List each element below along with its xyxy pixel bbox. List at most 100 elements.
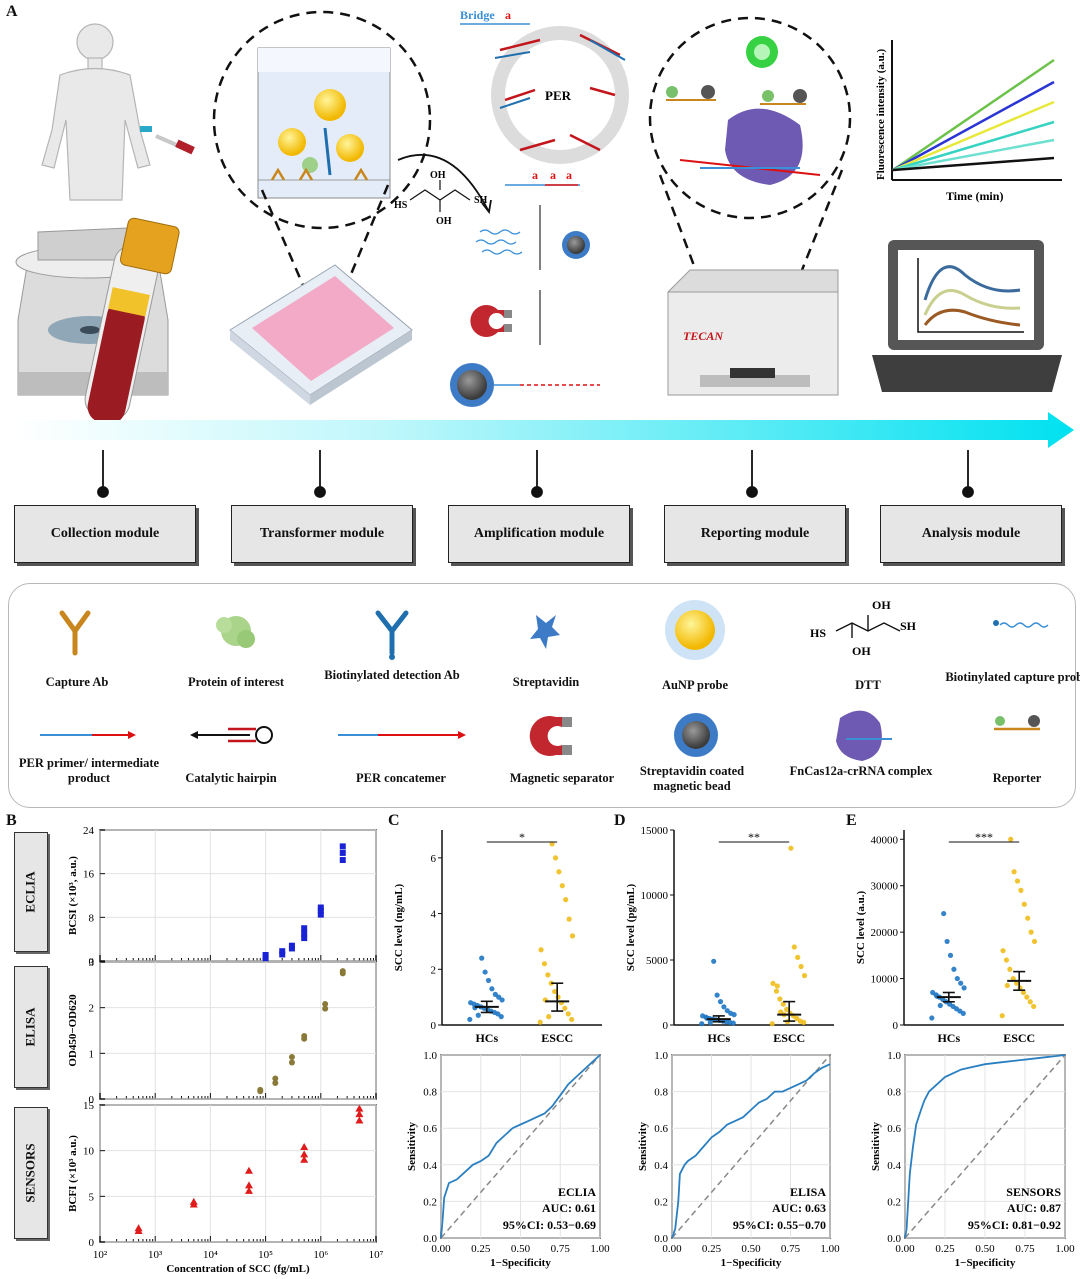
oh-label-1: OH [430, 170, 446, 181]
y-tick-label: 0.8 [423, 1087, 437, 1099]
y-tick-label: 0.6 [887, 1123, 901, 1135]
diagonal-reference [904, 1054, 1066, 1239]
roc-auc-label: AUC: 0.87 [1007, 1201, 1061, 1215]
fluorescence-chart [891, 40, 1062, 181]
x-tick-label: 0.75 [551, 1243, 571, 1255]
data-point [566, 916, 572, 922]
data-point [795, 954, 801, 960]
y-tick-label: 0.0 [654, 1233, 668, 1245]
data-point [244, 1166, 253, 1174]
data-point [937, 1002, 943, 1009]
data-point [1031, 938, 1038, 945]
collection-module-box: Collection module [14, 505, 196, 563]
legend-label-aunp: AuNP probe [661, 678, 729, 692]
roc-ci-label: 95%CI: 0.55−0.70 [733, 1218, 826, 1232]
x-tick-label: 10⁶ [313, 1249, 328, 1261]
data-point [1014, 878, 1021, 884]
data-point [272, 1075, 279, 1082]
data-point [301, 1032, 308, 1039]
module-connectors [97, 450, 974, 498]
y-tick-label: 1.0 [887, 1050, 901, 1062]
data-point [279, 951, 286, 958]
x-tick-label: 0.25 [935, 1243, 955, 1255]
data-point [724, 1008, 730, 1014]
per-label: PER [545, 88, 572, 103]
legend-label-protein: Protein of interest [187, 675, 285, 689]
data-point [189, 1197, 198, 1205]
data-point [355, 1116, 364, 1124]
y-axis-label: SCC level (ng/mL) [393, 883, 405, 971]
y-tick-label: 0 [893, 1020, 899, 1032]
data-point [339, 843, 346, 850]
fluorescence-line [892, 120, 1055, 172]
zoom-circle-reporting [648, 16, 852, 220]
y-tick-label: 10000 [641, 890, 669, 902]
y-tick-label: 2 [431, 964, 437, 976]
plot-frame [99, 829, 377, 962]
reporting-module-label: Reporting module [700, 526, 810, 541]
data-point [134, 1224, 143, 1232]
x-tick-label: 0.50 [741, 1243, 761, 1255]
sensors-side-tab: SENSORS [14, 1107, 48, 1239]
legend-label-reporter: Reporter [992, 771, 1042, 785]
data-point [769, 1021, 775, 1027]
cas12a-icon [836, 710, 892, 761]
a-label-2: a [550, 168, 556, 182]
data-point [317, 904, 324, 911]
data-point [475, 1012, 481, 1018]
capture-ab-icon [59, 610, 91, 656]
x-tick-label: 0.00 [662, 1243, 682, 1255]
roc-method-label: ECLIA [558, 1185, 596, 1199]
y-tick-label: 0.4 [654, 1160, 668, 1172]
y-tick-label: 1 [89, 1048, 95, 1060]
y-axis-label: Sensitivity [870, 1122, 882, 1171]
y-tick-label: 10000 [871, 974, 899, 986]
data-point [552, 988, 558, 995]
category-label: ESCC [773, 1031, 805, 1045]
x-tick-label: 0.00 [895, 1243, 915, 1255]
panel-letter-d: D [614, 812, 626, 829]
dtt-structure-small [409, 180, 471, 212]
plate-reader-icon [667, 269, 839, 396]
y-tick-label: 0 [89, 956, 95, 968]
roc-curve [440, 1054, 601, 1239]
data-point [317, 907, 324, 914]
sh-label: SH [474, 195, 488, 206]
y-tick-label: 10 [83, 1146, 95, 1158]
y-tick-label: 2 [89, 1003, 95, 1015]
data-point [801, 973, 808, 979]
fluorescence-ylabel: Fluorescence intensity (a.u.) [875, 48, 887, 180]
per-cycle-icon [491, 26, 629, 164]
data-point [714, 992, 720, 998]
protein-icon [216, 616, 255, 648]
cas12a-detail-icon [666, 36, 821, 185]
data-point [355, 1110, 364, 1118]
data-point [999, 1013, 1005, 1019]
data-point [479, 955, 485, 961]
fluorescence-line [892, 100, 1055, 172]
data-point [262, 955, 269, 962]
y-axis-label: Sensitivity [406, 1122, 418, 1171]
data-point [300, 1143, 309, 1151]
legend-label-cas12a: FnCas12a-crRNA complex [789, 764, 933, 778]
data-point [257, 1086, 264, 1093]
data-point [541, 961, 548, 967]
data-point [546, 1014, 552, 1020]
data-point [537, 1019, 543, 1025]
legend-label-streptavidin: Streptavidin [512, 675, 580, 689]
panel-letter-a: A [6, 3, 18, 20]
y-tick-label: 0.6 [654, 1123, 668, 1135]
capture-probe-icon [993, 620, 1049, 628]
x-axis-label: 1−Specificity [490, 1257, 551, 1269]
legend-label-capture-ab: Capture Ab [45, 675, 109, 689]
data-point [930, 989, 936, 996]
roc-auc-label: AUC: 0.63 [772, 1201, 826, 1215]
panel-letter-b: B [6, 812, 17, 829]
magnet-small-icon [470, 305, 512, 337]
data-point [288, 1053, 295, 1060]
data-point [569, 933, 576, 939]
data-point [707, 1020, 713, 1026]
category-label: ESCC [541, 1031, 573, 1045]
